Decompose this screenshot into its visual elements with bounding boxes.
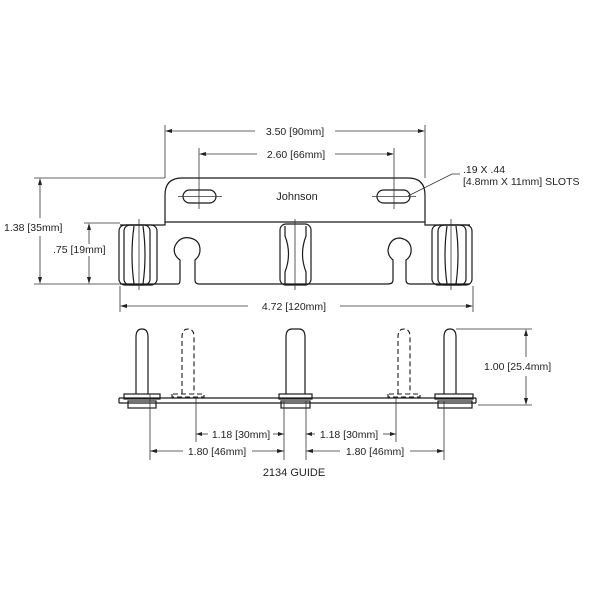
dim-overall-length: 4.72 [120mm] bbox=[262, 301, 326, 313]
side-view: 1.00 [25.4mm] 1.18 [30mm] 1.18 [30mm] 1.… bbox=[118, 328, 551, 460]
dim-inner-left-spacing: 1.18 [30mm] bbox=[212, 429, 270, 441]
top-view: Johnson 3.50 [90mm] 2.60 [66mm] .19 X .4… bbox=[4, 125, 580, 313]
pin-right bbox=[434, 328, 474, 460]
dim-slot-spacing: 2.60 [66mm] bbox=[267, 149, 325, 161]
dim-outer-left-spacing: 1.80 [46mm] bbox=[188, 446, 246, 458]
base-body bbox=[120, 237, 470, 285]
slot-callout-line1: .19 X .44 bbox=[463, 164, 505, 176]
brand-label: Johnson bbox=[276, 191, 318, 203]
dim-overall-flange-width: 3.50 [90mm] bbox=[266, 126, 324, 138]
clip-pad-center bbox=[279, 219, 312, 290]
pin-right-hidden bbox=[387, 328, 421, 442]
drawing-title: 2134 GUIDE bbox=[263, 467, 325, 479]
dim-inner-right-spacing: 1.18 [30mm] bbox=[320, 429, 378, 441]
clip-pad-left bbox=[118, 219, 158, 290]
dim-pin-height: 1.00 [25.4mm] bbox=[484, 361, 551, 373]
pin-center bbox=[278, 328, 313, 460]
dim-overall-height: 1.38 [35mm] bbox=[4, 222, 62, 234]
dim-outer-right-spacing: 1.80 [46mm] bbox=[346, 446, 404, 458]
dim-base-height: .75 [19mm] bbox=[53, 244, 106, 256]
pin-left bbox=[123, 328, 161, 460]
slot-callout-line2: [4.8mm X 11mm] SLOTS bbox=[463, 176, 580, 188]
clip-pad-right bbox=[431, 219, 473, 290]
pin-left-hidden bbox=[171, 328, 205, 442]
